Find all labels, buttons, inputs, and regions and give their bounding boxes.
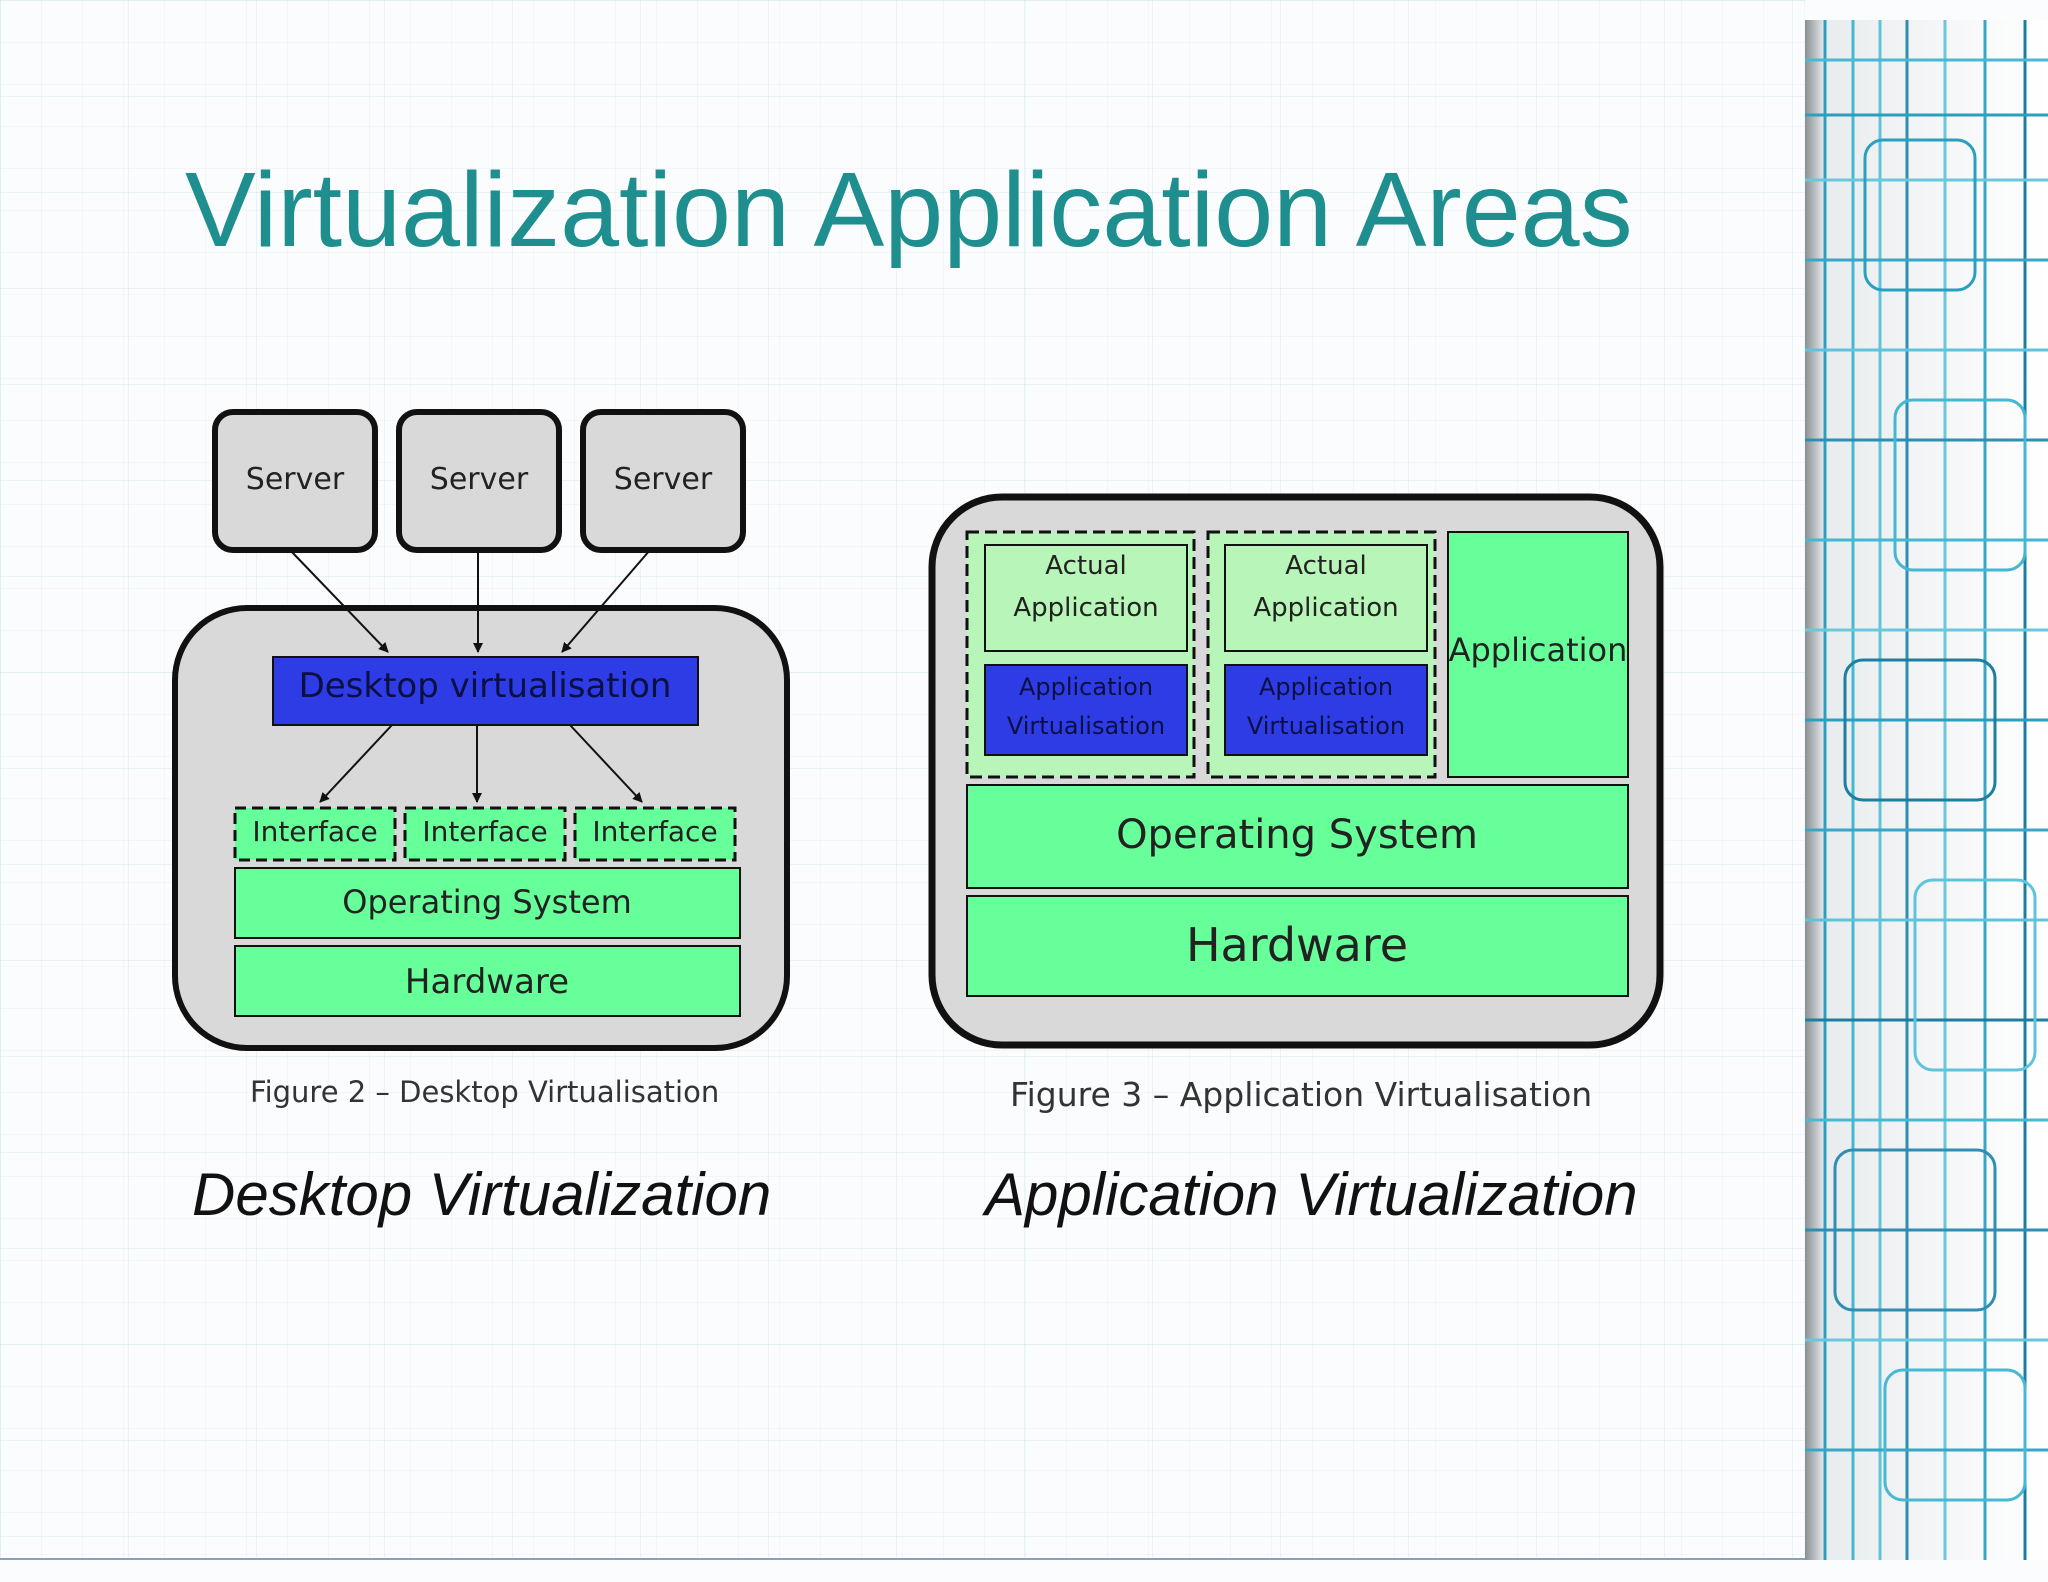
side-decoration [1805,20,2048,1560]
bottom-rule [0,1558,1805,1560]
server-box: Server [396,409,562,553]
application-virtualisation-box [1224,664,1428,756]
server-box: Server [212,409,378,553]
arrow [289,549,389,653]
hardware-label: Hardware [405,962,569,1002]
arrow [569,724,643,803]
application-virtualisation-diagram: Actual Application Application Virtualis… [928,493,1664,1049]
figure-3-caption: Figure 3 – Application Virtualisation [1010,1075,1593,1114]
slide-title: Virtualization Application Areas [185,151,1633,269]
application-virtualisation-label: Virtualisation [1007,712,1165,740]
desktop-virtualisation-diagram: Server Server Server Desktop virtualisat… [172,409,790,1051]
server-label: Server [614,462,713,497]
interface-box: Interface [573,806,737,862]
server-label: Server [246,462,345,497]
figure-2-caption: Figure 2 – Desktop Virtualisation [250,1075,720,1109]
application-virtualisation-label: Application [1259,673,1393,701]
actual-application-label: Actual [1045,551,1126,581]
actual-application-box [1224,544,1428,652]
operating-system-box [966,784,1629,889]
hardware-box [966,895,1629,997]
interface-box: Interface [233,806,397,862]
actual-application-label: Application [1013,593,1158,623]
interface-label: Interface [592,815,717,848]
application-label: Application [1449,631,1628,669]
interface-label: Interface [252,815,377,848]
application-box [1447,531,1629,778]
operating-system-label: Operating System [1116,812,1478,858]
desktop-virtualisation-label: Desktop virtualisation [299,666,672,706]
actual-application-label: Application [1253,593,1398,623]
desktop-virtualisation-box [272,656,699,726]
interface-label: Interface [422,815,547,848]
server-box: Server [580,409,746,553]
operating-system-label: Operating System [342,883,631,921]
server-label: Server [430,462,529,497]
hardware-box [234,945,741,1017]
application-virtualisation-label: Virtualisation [1247,712,1405,740]
hardware-label: Hardware [1186,918,1408,972]
interface-box: Interface [403,806,567,862]
arrow [561,549,651,653]
application-virtualisation-label: Application [1019,673,1153,701]
desktop-virtualization-heading: Desktop Virtualization [192,1161,772,1228]
application-virtualization-heading: Application Virtualization [985,1161,1638,1228]
actual-application-box [984,544,1188,652]
actual-application-label: Actual [1285,551,1366,581]
application-virtualisation-box [984,664,1188,756]
operating-system-box [234,867,741,939]
arrow [319,724,393,803]
